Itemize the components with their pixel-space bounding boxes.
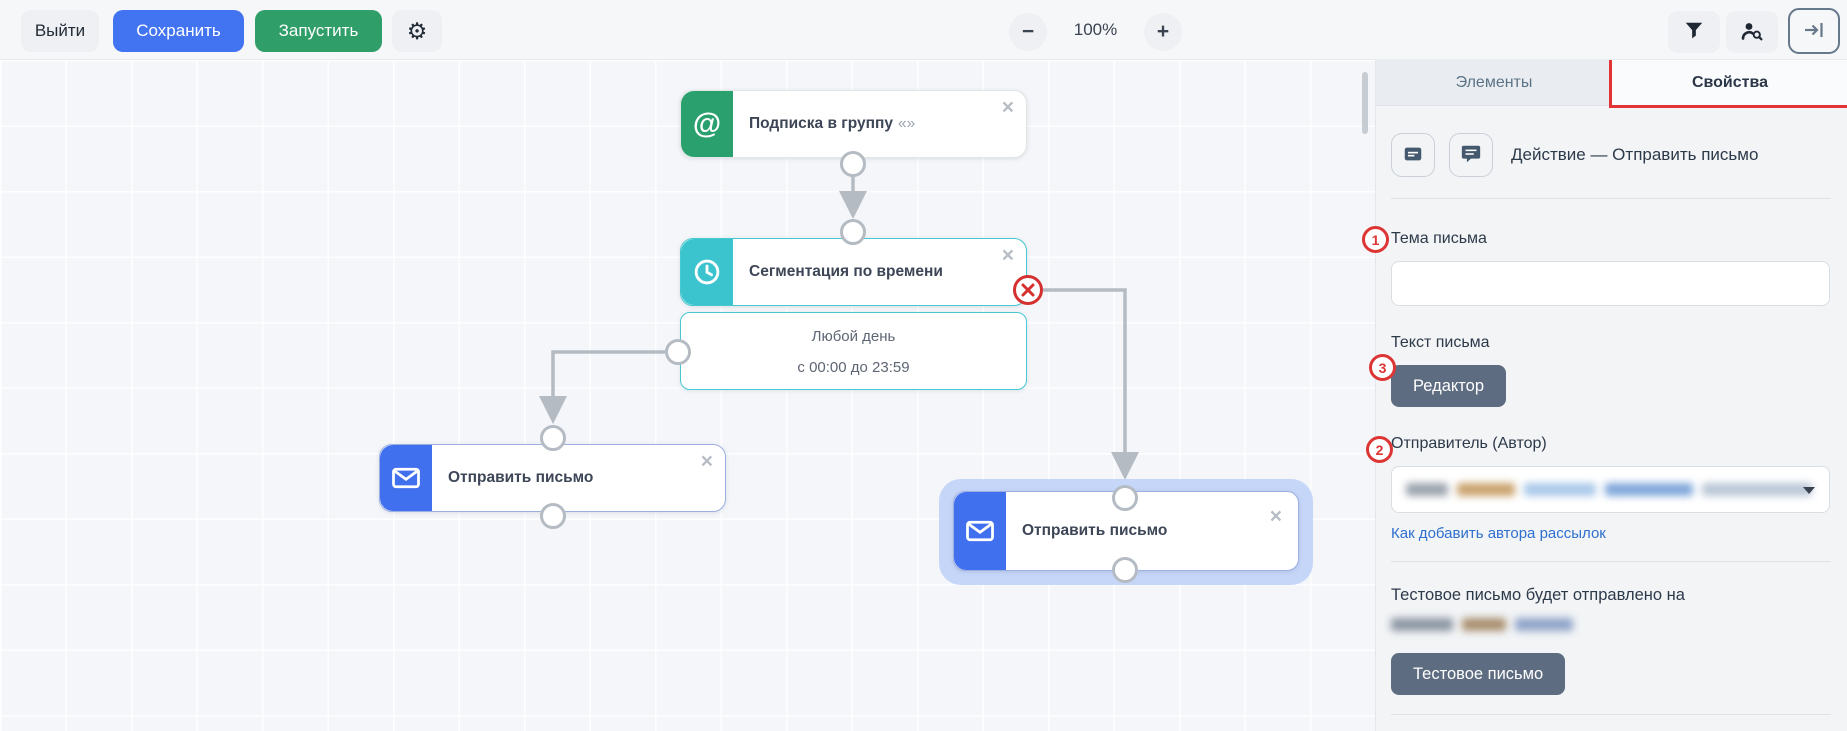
properties-panel: Элементы Свойства <box>1375 57 1847 731</box>
deny-icon[interactable] <box>1013 275 1043 305</box>
close-icon[interactable]: × <box>1269 505 1282 528</box>
close-icon[interactable]: × <box>1001 244 1014 267</box>
connector-lines <box>539 177 1139 480</box>
close-icon[interactable]: × <box>1001 96 1014 119</box>
run-button[interactable]: Запустить <box>255 10 382 52</box>
annotation-step-2: 2 <box>1366 436 1393 463</box>
sender-select[interactable] <box>1391 466 1830 513</box>
plus-icon: + <box>1156 20 1170 43</box>
envelope-icon <box>954 492 1006 570</box>
test-email-button[interactable]: Тестовое письмо <box>1391 653 1566 695</box>
filter-icon <box>1683 20 1705 45</box>
zoom-out-button[interactable]: − <box>1009 13 1047 51</box>
workflow-canvas[interactable]: @ Подписка в группу «» × Сегментация по … <box>0 60 1375 731</box>
user-search-icon <box>1740 19 1764 46</box>
annotation-step-1: 1 <box>1362 226 1389 253</box>
filter-button[interactable] <box>1668 11 1720 53</box>
segmentation-condition-box[interactable]: Любой день с 00:00 до 23:59 <box>680 312 1027 390</box>
exit-button[interactable]: Выйти <box>21 10 99 52</box>
gear-icon: ⚙ <box>406 17 428 44</box>
clock-icon <box>681 239 733 305</box>
chevron-down-icon <box>1803 487 1815 494</box>
tab-elements[interactable]: Элементы <box>1376 60 1612 106</box>
collapse-panel-button[interactable] <box>1788 8 1840 54</box>
node-subscribe-group[interactable]: @ Подписка в группу «» × <box>680 90 1027 158</box>
test-email-note: Тестовое письмо будет отправлено на <box>1391 586 1685 604</box>
port-condition-out[interactable] <box>665 339 691 365</box>
comment-button[interactable] <box>1449 133 1493 177</box>
save-button[interactable]: Сохранить <box>113 10 244 52</box>
toolbar: Выйти Сохранить Запустить ⚙ − 100% + <box>0 0 1847 60</box>
settings-button[interactable]: ⚙ <box>392 10 442 52</box>
card-icon <box>1402 143 1424 168</box>
subject-input[interactable] <box>1391 261 1830 306</box>
port-send-sel-in[interactable] <box>1112 485 1138 511</box>
divider <box>1391 198 1831 199</box>
annotation-step-3: 3 <box>1369 354 1396 381</box>
subject-label: Тема письма <box>1391 230 1487 247</box>
port-send-left-in[interactable] <box>540 425 566 451</box>
node-send-email-left[interactable]: Отправить письмо × <box>379 444 726 512</box>
port-send-left-out[interactable] <box>540 503 566 529</box>
at-icon: @ <box>681 91 733 157</box>
tab-properties[interactable]: Свойства <box>1612 60 1847 106</box>
panel-tabs: Элементы Свойства <box>1376 57 1847 108</box>
sender-label: Отправитель (Автор) <box>1391 435 1547 452</box>
editor-button[interactable]: Редактор <box>1391 365 1507 407</box>
node-title: Сегментация по времени <box>749 263 943 280</box>
node-title: Подписка в группу <box>749 115 893 132</box>
panel-title: Действие — Отправить письмо <box>1511 145 1759 164</box>
test-email-redacted <box>1391 618 1831 631</box>
condition-time: с 00:00 до 23:59 <box>797 359 910 376</box>
node-title: Отправить письмо <box>448 469 594 486</box>
comment-icon <box>1460 143 1482 168</box>
close-icon[interactable]: × <box>700 450 713 473</box>
condition-days: Любой день <box>811 328 896 345</box>
body-label: Текст письма <box>1391 334 1490 351</box>
divider <box>1391 561 1831 562</box>
sender-help-link[interactable]: Как добавить автора рассылок <box>1391 525 1606 542</box>
user-search-button[interactable] <box>1726 11 1778 53</box>
port-segmentation-in[interactable] <box>840 219 866 245</box>
node-time-segmentation[interactable]: Сегментация по времени × <box>680 238 1027 306</box>
node-title: Отправить письмо <box>1022 522 1168 539</box>
sender-redacted-value <box>1406 483 1812 496</box>
port-subscribe-out[interactable] <box>840 151 866 177</box>
minus-icon: − <box>1021 20 1035 43</box>
zoom-in-button[interactable]: + <box>1144 13 1182 51</box>
collapse-panel-icon <box>1802 18 1826 45</box>
divider <box>1391 714 1831 715</box>
port-send-sel-out[interactable] <box>1112 557 1138 583</box>
node-title-suffix: «» <box>897 115 916 132</box>
card-view-button[interactable] <box>1391 133 1435 177</box>
canvas-scrollbar[interactable] <box>1362 72 1368 134</box>
envelope-icon <box>380 445 432 511</box>
zoom-level: 100% <box>1073 20 1118 39</box>
